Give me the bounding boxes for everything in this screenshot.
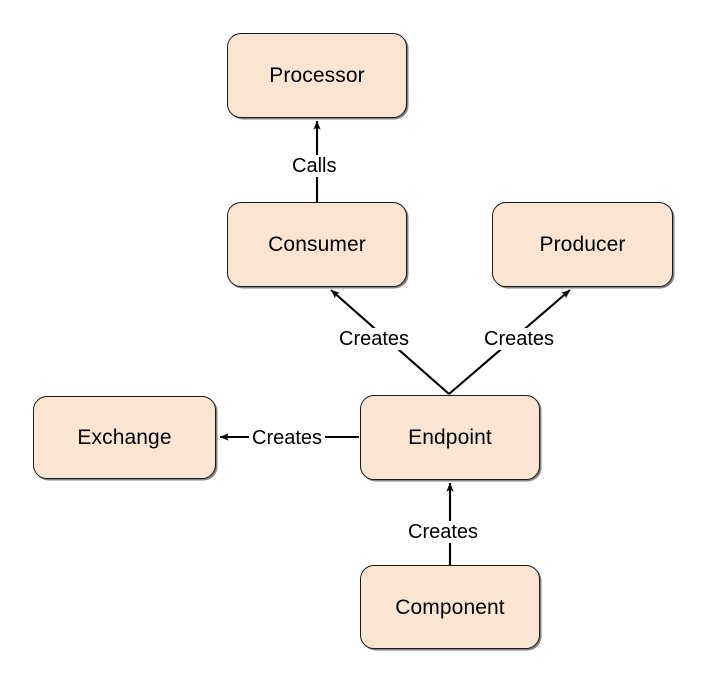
node-processor[interactable]: Processor [227, 33, 407, 118]
node-producer[interactable]: Producer [492, 202, 673, 287]
node-processor-label: Processor [269, 64, 365, 87]
node-producer-label: Producer [539, 233, 626, 256]
edge-label-component-creates-endpoint: Creates [405, 521, 482, 543]
node-endpoint[interactable]: Endpoint [360, 395, 540, 480]
edge-label-endpoint-creates-exchange: Creates [249, 427, 326, 449]
node-consumer-label: Consumer [268, 233, 366, 256]
node-component-label: Component [395, 595, 505, 619]
edge-label-consumer-calls-processor: Calls [289, 155, 340, 177]
node-exchange[interactable]: Exchange [33, 396, 216, 479]
node-exchange-label: Exchange [77, 426, 172, 449]
node-endpoint-label: Endpoint [408, 426, 492, 449]
node-component[interactable]: Component [360, 565, 540, 649]
edge-label-endpoint-creates-producer: Creates [481, 328, 558, 350]
edge-label-endpoint-creates-consumer: Creates [336, 328, 413, 350]
node-consumer[interactable]: Consumer [227, 202, 407, 287]
